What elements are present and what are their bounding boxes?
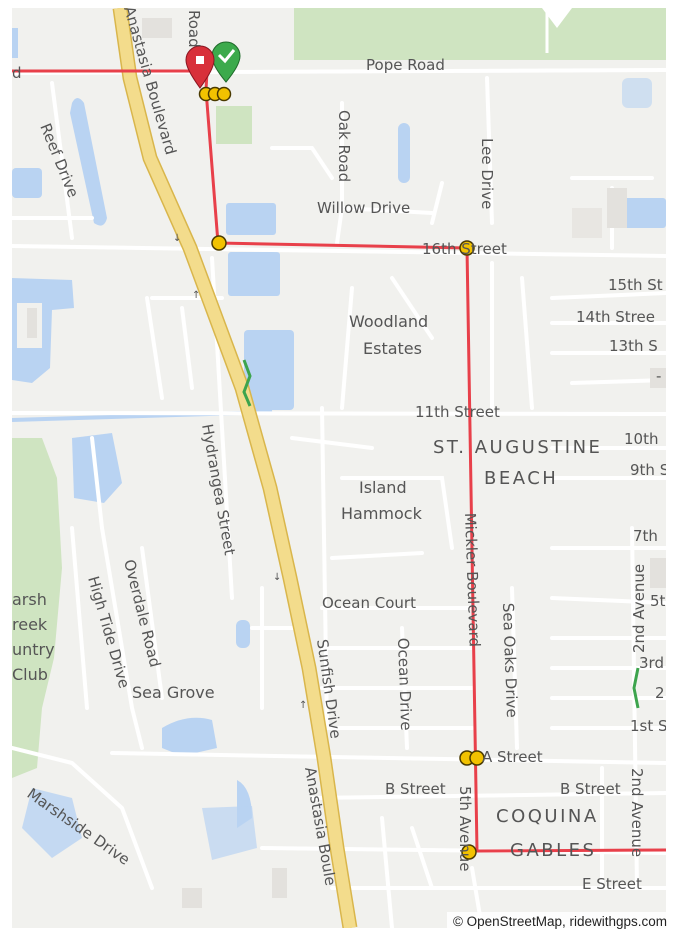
svg-text:↑: ↑ — [299, 700, 307, 711]
label-coquina: COQUINA — [496, 806, 599, 827]
label-ocean-court: Ocean Court — [322, 594, 416, 612]
label-16th-street: 16th Street — [422, 240, 507, 258]
label-road-fragment-left: d — [12, 64, 22, 82]
label-beach: BEACH — [484, 468, 558, 489]
label-hammock: Hammock — [341, 504, 423, 523]
label-7th-street: 7th — [633, 527, 658, 545]
svg-text:↓: ↓ — [173, 233, 181, 244]
label-11th-street: 11th Street — [415, 403, 500, 421]
label-13th-street: 13th S — [609, 337, 658, 355]
label-2nd-street: 2 — [655, 684, 665, 702]
waypoint-markers[interactable] — [198, 86, 485, 860]
waypoint-marker[interactable] — [461, 844, 477, 860]
label-1st-street: 1st S — [630, 717, 666, 735]
label-5th-street: 5t — [650, 592, 666, 610]
label-e-street: E Street — [582, 875, 642, 893]
label-b-street-left: B Street — [385, 780, 446, 798]
label-country: untry — [12, 640, 55, 659]
label-pope-road: Pope Road — [366, 56, 445, 74]
label-willow-drive: Willow Drive — [317, 199, 410, 217]
label-5th-avenue: 5th Avenue — [456, 786, 474, 871]
label-3rd-street: 3rd — [639, 654, 664, 672]
highway-direction-arrows: ↓ ↑ ↓ ↑ — [173, 233, 307, 711]
building-blocks — [27, 18, 666, 908]
label-15th-street: 15th St — [608, 276, 663, 294]
label-ocean-drive: Ocean Drive — [394, 638, 415, 731]
label-dash: - — [656, 367, 661, 385]
end-pin-icon[interactable] — [185, 45, 215, 89]
label-b-street-right: B Street — [560, 780, 621, 798]
label-st-augustine: ST. AUGUSTINE — [433, 437, 602, 458]
label-14th-street: 14th Stree — [576, 308, 655, 326]
label-oak-road: Oak Road — [335, 110, 353, 182]
svg-text:↓: ↓ — [273, 572, 281, 583]
map-attribution[interactable]: © OpenStreetMap, ridewithgps.com — [446, 912, 673, 932]
green-segment-1 — [242, 359, 252, 407]
waypoint-marker[interactable] — [469, 750, 485, 766]
label-island: Island — [359, 478, 407, 497]
label-a-street: A Street — [482, 748, 543, 766]
water-bodies — [12, 28, 666, 860]
label-2nd-avenue-bottom: 2nd Avenue — [628, 768, 646, 857]
label-road-fragment-top: Road — [185, 10, 203, 48]
label-gables: GABLES — [510, 840, 596, 861]
label-marsh: arsh — [12, 590, 47, 609]
label-creek: reek — [12, 615, 48, 634]
waypoint-marker[interactable] — [216, 86, 232, 102]
waypoint-marker[interactable] — [211, 235, 227, 251]
label-woodland: Woodland — [349, 312, 428, 331]
waypoint-marker[interactable] — [459, 240, 475, 256]
label-lee-drive: Lee Drive — [478, 138, 496, 209]
label-sea-grove: Sea Grove — [132, 683, 215, 702]
label-9th-street: 9th S — [630, 461, 666, 479]
park-areas — [12, 8, 666, 778]
label-club: Club — [12, 665, 48, 684]
label-estates: Estates — [363, 339, 422, 358]
green-segment-2 — [632, 667, 640, 709]
label-2nd-avenue-top: 2nd Avenue — [630, 564, 648, 653]
label-10th-street: 10th — [624, 430, 658, 448]
label-mickler-boulevard: Mickler Boulevard — [461, 513, 484, 648]
map-view[interactable]: ↓ ↑ ↓ ↑ Pope Road d Road Anastasia Boule… — [12, 8, 666, 928]
map-canvas[interactable]: ↓ ↑ ↓ ↑ Pope Road d Road Anastasia Boule… — [12, 8, 666, 928]
label-sea-oaks-drive: Sea Oaks Drive — [499, 603, 521, 719]
svg-text:↑: ↑ — [192, 290, 200, 301]
